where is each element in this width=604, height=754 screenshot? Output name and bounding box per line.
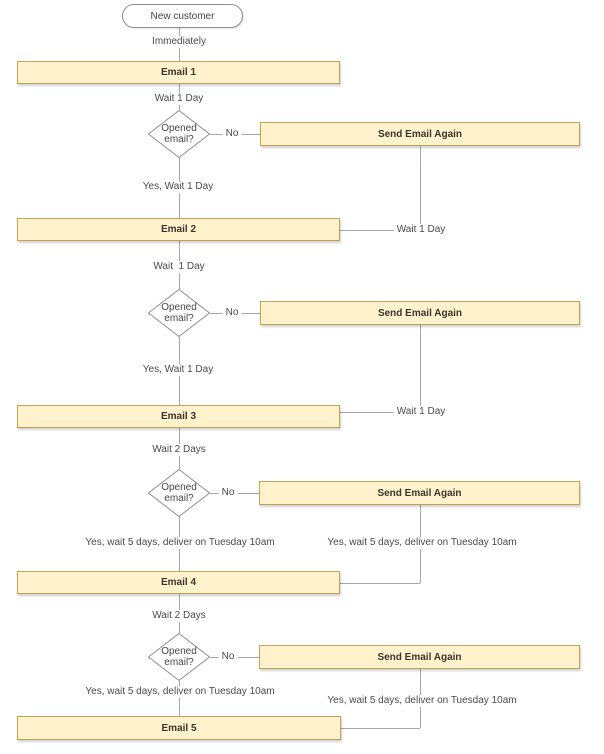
email-4-box[interactable]: Email 4 <box>17 571 340 594</box>
email-5-box[interactable]: Email 5 <box>17 716 341 740</box>
send-again-1-label: Send Email Again <box>377 128 463 140</box>
edge-label-yes: Yes, wait 5 days, deliver on Tuesday 10a… <box>82 686 278 698</box>
send-again-3-label: Send Email Again <box>377 487 462 499</box>
start-node-label: New customer <box>150 10 215 22</box>
send-again-2-box[interactable]: Send Email Again <box>260 301 580 325</box>
decision-label: Opened email? <box>161 482 197 504</box>
decision-diamond-2[interactable]: Opened email? <box>148 289 210 337</box>
edge-label-wait: Wait 1 Day <box>151 93 207 105</box>
edge-label-yes: Yes, Wait 1 Day <box>139 181 217 193</box>
connector-line <box>340 412 420 413</box>
send-again-4-label: Send Email Again <box>377 651 462 663</box>
edge-label-wait: Wait 2 Days <box>149 444 209 456</box>
email-1-label: Email 1 <box>160 67 197 78</box>
edge-label-resend-wait: Wait 1 Day <box>393 224 449 236</box>
connector-line <box>420 325 421 412</box>
diamond-shape <box>148 289 210 337</box>
edge-label-wait: Wait 2 Days <box>149 610 209 622</box>
edge-label-no: No <box>218 487 238 499</box>
edge-label-resend-wait: Yes, wait 5 days, deliver on Tuesday 10a… <box>324 695 520 707</box>
send-again-3-box[interactable]: Send Email Again <box>259 481 580 505</box>
edge-label-no: No <box>222 307 242 319</box>
decision-label: Opened email? <box>161 646 197 668</box>
edge-label-immediately: Immediately <box>149 36 209 48</box>
diamond-shape <box>148 469 210 517</box>
edge-label-no: No <box>222 128 242 140</box>
send-again-2-label: Send Email Again <box>377 307 463 319</box>
edge-label-yes: Yes, wait 5 days, deliver on Tuesday 10a… <box>82 537 278 549</box>
decision-label: Opened email? <box>161 302 197 324</box>
send-again-1-box[interactable]: Send Email Again <box>260 122 580 146</box>
decision-diamond-4[interactable]: Opened email? <box>148 633 210 681</box>
start-node[interactable]: New customer <box>122 4 243 28</box>
connector-line <box>340 230 420 231</box>
connector-line <box>179 681 180 716</box>
edge-label-resend-wait: Wait 1 Day <box>393 406 449 418</box>
edge-label-wait: Wait 1 Day <box>150 261 208 273</box>
email-1-box[interactable]: Email 1 <box>17 61 340 84</box>
email-3-box[interactable]: Email 3 <box>17 405 340 428</box>
email-5-label: Email 5 <box>161 722 197 734</box>
decision-diamond-1[interactable]: Opened email? <box>148 110 210 158</box>
connector-line <box>420 146 421 230</box>
decision-label: Opened email? <box>161 123 197 145</box>
email-2-box[interactable]: Email 2 <box>17 218 340 241</box>
edge-label-no: No <box>218 651 238 663</box>
edge-label-yes: Yes, Wait 1 Day <box>139 364 217 376</box>
email-4-label: Email 4 <box>160 577 197 588</box>
connector-line <box>340 728 420 729</box>
edge-label-resend-wait: Yes, wait 5 days, deliver on Tuesday 10a… <box>324 537 520 549</box>
diamond-shape <box>148 110 210 158</box>
email-3-label: Email 3 <box>160 411 197 422</box>
send-again-4-box[interactable]: Send Email Again <box>259 645 580 669</box>
diamond-shape <box>148 633 210 681</box>
email-2-label: Email 2 <box>160 224 197 235</box>
connector-line <box>340 583 420 584</box>
decision-diamond-3[interactable]: Opened email? <box>148 469 210 517</box>
